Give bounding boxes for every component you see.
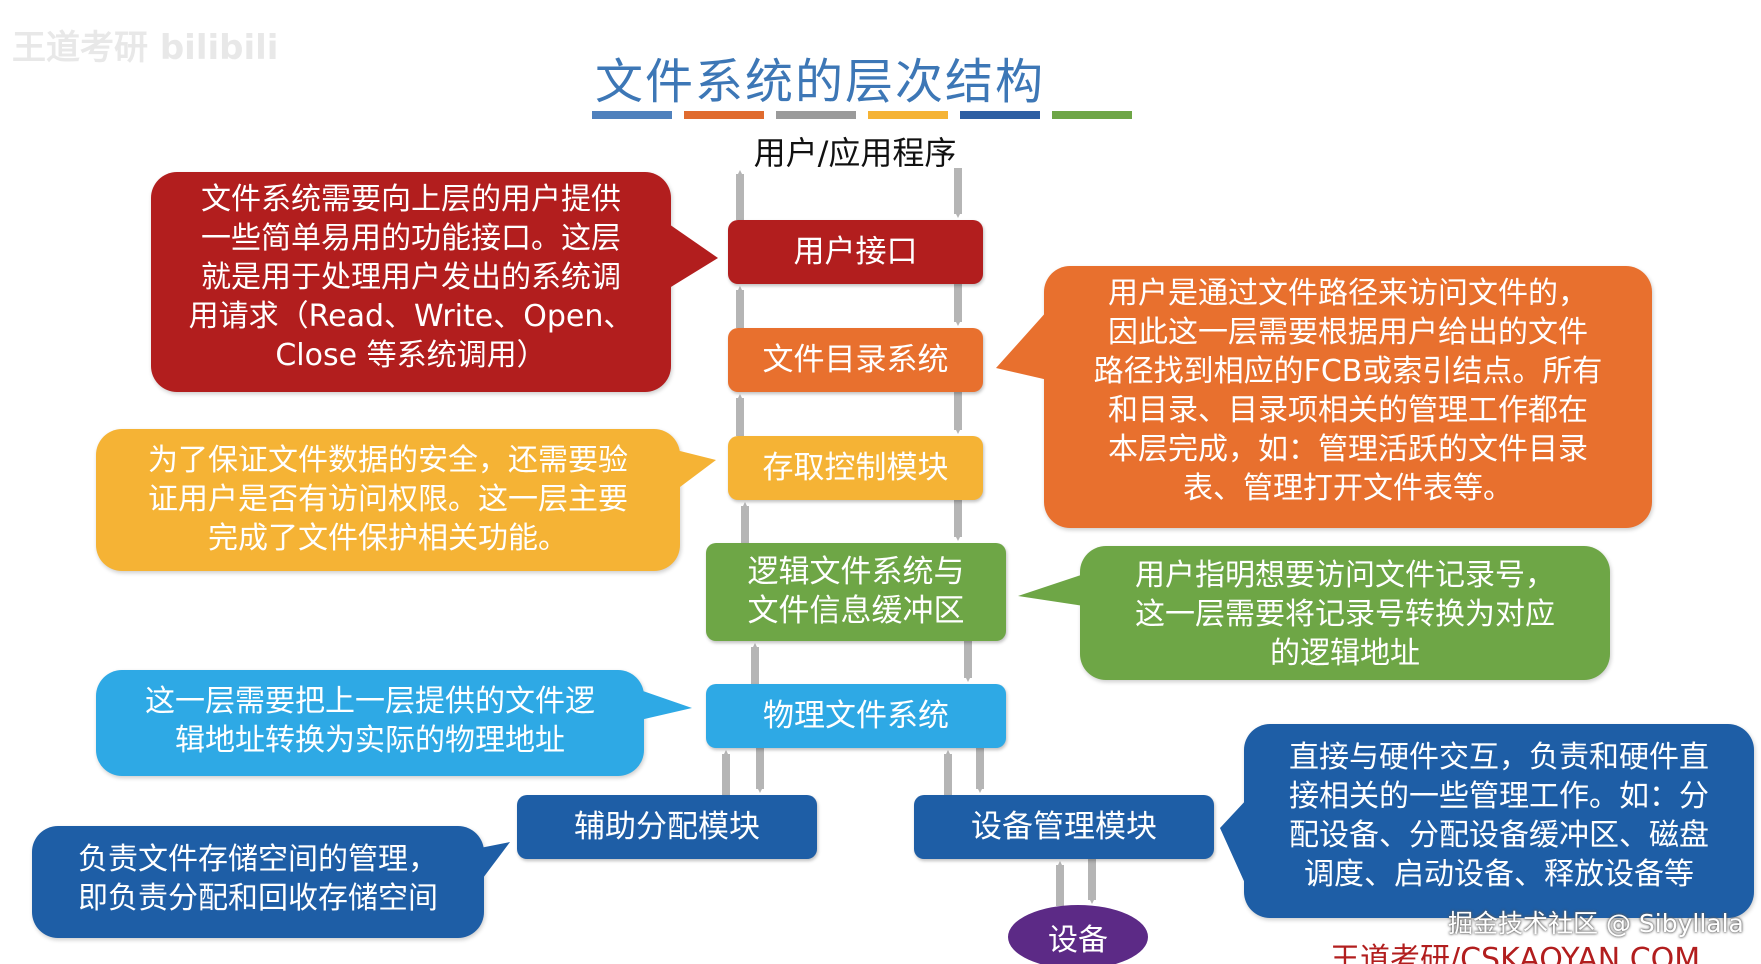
title-bar-4 (868, 111, 948, 119)
pointer-access-control (676, 450, 716, 490)
note-logical-fs: 用户指明想要访问文件记录号， 这一层需要将记录号转换为对应 的逻辑地址 (1080, 546, 1610, 680)
layer-logical-fs: 逻辑文件系统与 文件信息缓冲区 (706, 543, 1006, 641)
page-title: 文件系统的层次结构 (594, 54, 1045, 110)
device-label: 设备 (1048, 923, 1108, 958)
title-bar-2 (684, 111, 764, 119)
bottom-right-watermark: 掘金技术社区 @ Sibyllala (1448, 909, 1744, 938)
note-device-mgmt-text: 直接与硬件交互，负责和硬件直 接相关的一些管理工作。如：分 配设备、分配设备缓冲… (1289, 740, 1709, 892)
note-access-control-text: 为了保证文件数据的安全，还需要验 证用户是否有访问权限。这一层主要 完成了文件保… (148, 443, 628, 556)
layer-user-interface-label: 用户接口 (793, 233, 918, 270)
note-access-control: 为了保证文件数据的安全，还需要验 证用户是否有访问权限。这一层主要 完成了文件保… (96, 429, 680, 571)
title-bar-3 (776, 111, 856, 119)
note-physical-fs: 这一层需要把上一层提供的文件逻 辑地址转换为实际的物理地址 (96, 670, 644, 776)
layer-directory-system-label: 文件目录系统 (762, 341, 949, 378)
title-bar-6 (1052, 111, 1132, 119)
title-bar-1 (592, 111, 672, 119)
device-node: 设备 (1008, 905, 1148, 964)
pointer-allocation (480, 842, 510, 882)
note-user-interface-text: 文件系统需要向上层的用户提供 一些简单易用的功能接口。这层 就是用于处理用户发出… (188, 182, 634, 373)
layer-allocation: 辅助分配模块 (517, 795, 817, 859)
note-user-interface: 文件系统需要向上层的用户提供 一些简单易用的功能接口。这层 就是用于处理用户发出… (151, 172, 671, 392)
note-directory-system-text: 用户是通过文件路径来访问文件的， 因此这一层需要根据用户给出的文件 路径找到相应… (1093, 276, 1603, 506)
layer-allocation-label: 辅助分配模块 (574, 808, 760, 845)
pointer-user-interface (666, 222, 718, 290)
user-application-label: 用户/应用程序 (753, 134, 957, 172)
layer-logical-fs-label: 逻辑文件系统与 文件信息缓冲区 (747, 554, 965, 629)
note-device-mgmt: 直接与硬件交互，负责和硬件直 接相关的一些管理工作。如：分 配设备、分配设备缓冲… (1244, 724, 1754, 918)
title-bar-5 (960, 111, 1040, 119)
layer-device-mgmt-label: 设备管理模块 (971, 808, 1157, 845)
layer-device-mgmt: 设备管理模块 (914, 795, 1214, 859)
note-directory-system: 用户是通过文件路径来访问文件的， 因此这一层需要根据用户给出的文件 路径找到相应… (1044, 266, 1652, 528)
layer-physical-fs: 物理文件系统 (706, 684, 1006, 748)
top-left-watermark: 王道考研 bilibili (12, 28, 279, 68)
note-allocation: 负责文件存储空间的管理， 即负责分配和回收存储空间 (32, 826, 484, 938)
pointer-device-mgmt (1220, 798, 1248, 890)
layer-directory-system: 文件目录系统 (728, 328, 983, 392)
note-allocation-text: 负责文件存储空间的管理， 即负责分配和回收存储空间 (78, 842, 438, 916)
note-logical-fs-text: 用户指明想要访问文件记录号， 这一层需要将记录号转换为对应 的逻辑地址 (1135, 558, 1555, 671)
layer-user-interface: 用户接口 (728, 220, 983, 284)
layer-access-control-label: 存取控制模块 (762, 449, 949, 486)
layer-physical-fs-label: 物理文件系统 (763, 697, 949, 734)
footer-watermark: 王道考研/CSKAOYAN.COM (1330, 942, 1701, 964)
pointer-directory-system (996, 310, 1048, 380)
title-color-bars (592, 111, 1132, 119)
pointer-logical-fs (1018, 574, 1084, 606)
pointer-physical-fs (640, 690, 692, 720)
layer-access-control: 存取控制模块 (728, 436, 983, 500)
note-physical-fs-text: 这一层需要把上一层提供的文件逻 辑地址转换为实际的物理地址 (145, 684, 595, 758)
